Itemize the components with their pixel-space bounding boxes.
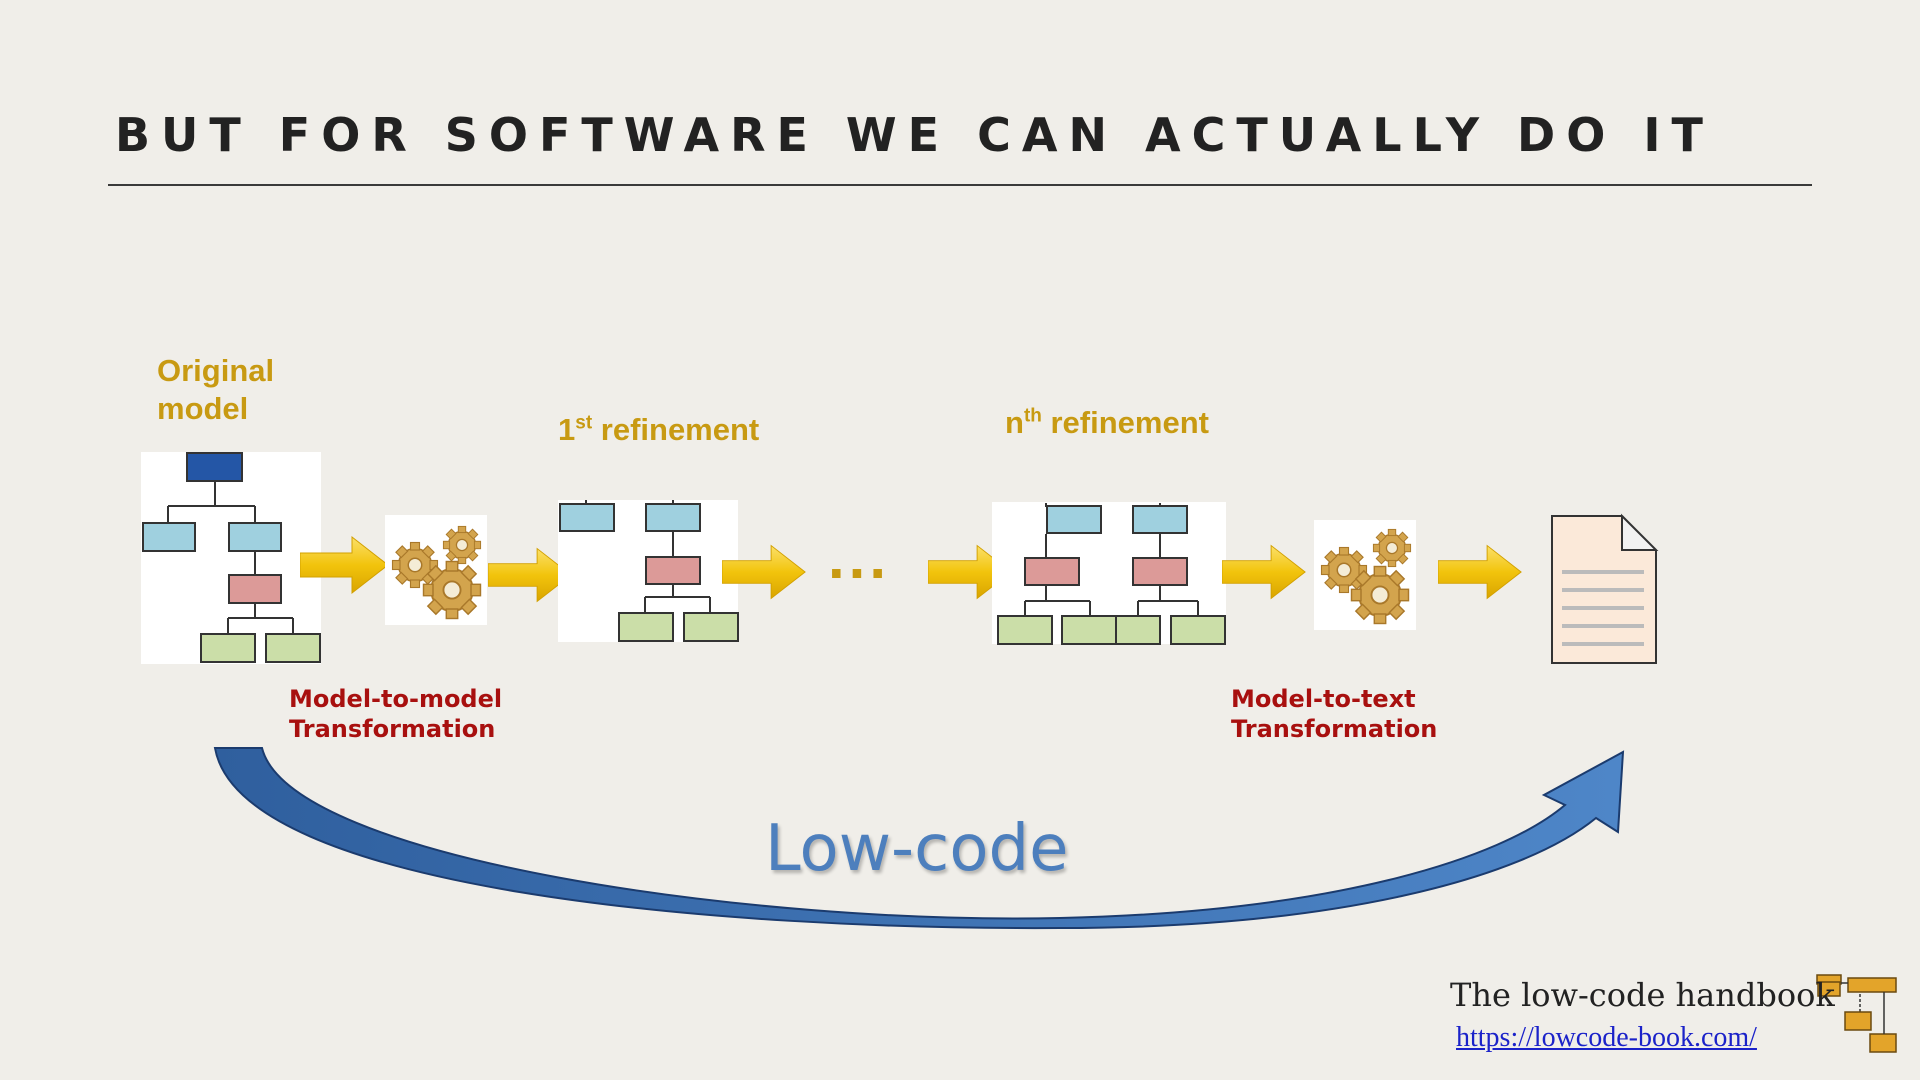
m2m-transformation-label: Model-to-model Transformation [289, 684, 502, 744]
first-refinement-sup: st [575, 412, 593, 434]
first-refinement-text: refinement [592, 412, 760, 447]
nth-refinement-text: refinement [1041, 405, 1209, 440]
flow-arrow-6 [1438, 545, 1522, 599]
first-refinement-num: 1 [558, 412, 576, 447]
nth-refinement-sup: th [1023, 405, 1042, 427]
low-code-arc-arrow [213, 747, 1625, 930]
slide-title: BUT FOR SOFTWARE WE CAN ACTUALLY DO IT [115, 108, 1714, 162]
title-divider [108, 184, 1812, 186]
book-logo-icon [1816, 974, 1897, 1053]
original-model-label-line2: model [157, 391, 249, 426]
m2t-transformation-label: Model-to-text Transformation [1231, 684, 1437, 744]
nth-refinement-label: nth refinement [1005, 404, 1209, 442]
nth-refinement-diagram [992, 502, 1226, 645]
flow-arrow-5 [1222, 545, 1306, 599]
first-refinement-label: 1st refinement [558, 411, 759, 449]
m2t-line1: Model-to-text [1231, 685, 1416, 713]
gears-icon [1314, 520, 1416, 630]
gears-icon [385, 515, 487, 625]
document-icon [1551, 513, 1659, 664]
m2m-line1: Model-to-model [289, 685, 503, 713]
book-title: The low-code handbook [1450, 976, 1835, 1014]
original-model-label-line1: Original [157, 353, 275, 388]
low-code-label: Low-code [765, 812, 1069, 886]
original-model-diagram [141, 452, 321, 664]
original-model-label: Original model [157, 352, 274, 428]
m2t-line2: Transformation [1231, 715, 1438, 743]
m2m-line2: Transformation [289, 715, 496, 743]
first-refinement-diagram [558, 500, 739, 642]
ellipsis: ... [828, 524, 890, 591]
nth-refinement-num: n [1005, 405, 1024, 440]
book-url-link[interactable]: https://lowcode-book.com/ [1456, 1022, 1757, 1053]
